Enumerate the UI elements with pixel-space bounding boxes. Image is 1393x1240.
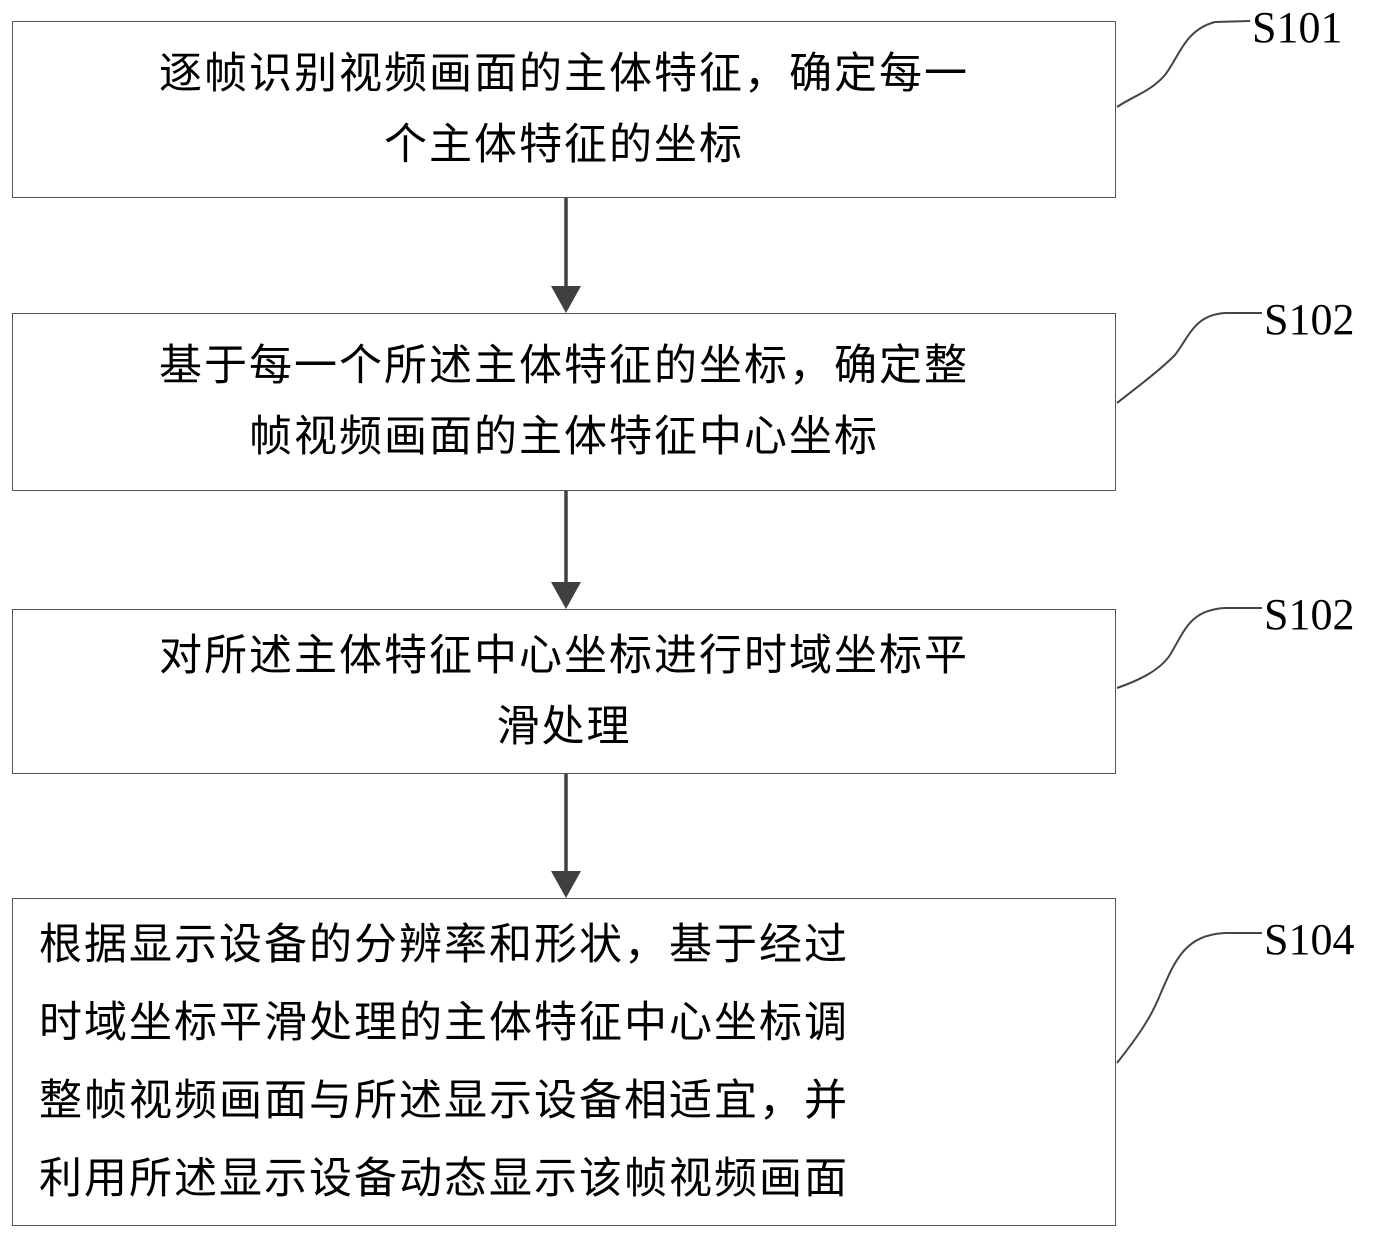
step-text-line: 逐帧识别视频画面的主体特征，确定每一 [159, 48, 969, 99]
step-text-line: 整帧视频画面与所述显示设备相适宜，并 [39, 1076, 849, 1126]
step-text-line: 基于每一个所述主体特征的坐标，确定整 [159, 341, 969, 391]
leader-line-s101 [1116, 20, 1251, 108]
step-box-s104: 根据显示设备的分辨率和形状，基于经过 时域坐标平滑处理的主体特征中心坐标调 整帧… [12, 898, 1116, 1226]
arrow-s102-to-s104 [551, 774, 581, 898]
step-text-line: 滑处理 [496, 701, 632, 752]
step-box-s102-second: 对所述主体特征中心坐标进行时域坐标平 滑处理 [12, 609, 1116, 774]
arrow-s102-to-s102 [551, 491, 581, 609]
step-text-line: 帧视频画面的主体特征中心坐标 [249, 412, 879, 462]
step-box-s101: 逐帧识别视频画面的主体特征，确定每一 个主体特征的坐标 [12, 21, 1116, 198]
step-label-s101: S101 [1252, 3, 1343, 52]
step-label-s104: S104 [1264, 915, 1355, 964]
leader-line-s104 [1116, 932, 1262, 1064]
leader-line-s102-first [1116, 312, 1262, 404]
step-text-line: 个主体特征的坐标 [384, 119, 744, 170]
step-text-line: 对所述主体特征中心坐标进行时域坐标平 [159, 630, 969, 681]
step-text-s101: 逐帧识别视频画面的主体特征，确定每一 个主体特征的坐标 [39, 39, 1089, 181]
step-text-s102-second: 对所述主体特征中心坐标进行时域坐标平 滑处理 [39, 621, 1089, 763]
step-text-s104: 根据显示设备的分辨率和形状，基于经过 时域坐标平滑处理的主体特征中心坐标调 整帧… [39, 906, 1089, 1218]
arrow-s101-to-s102 [551, 198, 581, 313]
step-text-line: 利用所述显示设备动态显示该帧视频画面 [39, 1154, 849, 1204]
step-text-line: 根据显示设备的分辨率和形状，基于经过 [39, 920, 849, 970]
step-label-s102-second: S102 [1264, 590, 1355, 639]
step-label-s102-first: S102 [1264, 295, 1355, 344]
step-box-s102-first: 基于每一个所述主体特征的坐标，确定整 帧视频画面的主体特征中心坐标 [12, 313, 1116, 491]
leader-line-s102-second [1116, 607, 1262, 689]
step-text-line: 时域坐标平滑处理的主体特征中心坐标调 [39, 998, 849, 1048]
step-text-s102-first: 基于每一个所述主体特征的坐标，确定整 帧视频画面的主体特征中心坐标 [39, 331, 1089, 473]
